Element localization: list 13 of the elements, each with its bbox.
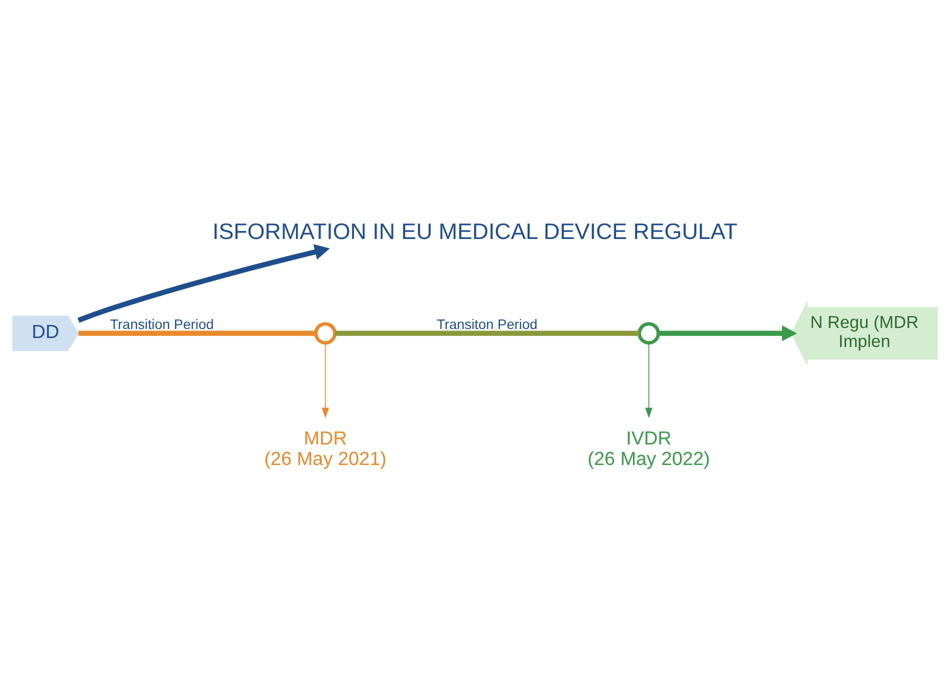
arrow — [658, 325, 797, 342]
edge-label: Transition Period — [110, 316, 214, 332]
node-circle — [314, 322, 337, 345]
diagram-title: ISFORMATION IN EU MEDICAL DEVICE REGULAT — [212, 218, 738, 244]
arrow — [645, 342, 652, 418]
connector — [78, 330, 316, 336]
node-circle — [638, 322, 660, 345]
arrow — [322, 342, 329, 418]
node-text: IVDR (26 May 2022) — [588, 428, 710, 470]
edge-label: Transiton Period — [436, 316, 538, 332]
node-text: MDR (26 May 2021) — [264, 428, 387, 470]
connector — [335, 330, 640, 336]
arrow — [78, 244, 330, 323]
